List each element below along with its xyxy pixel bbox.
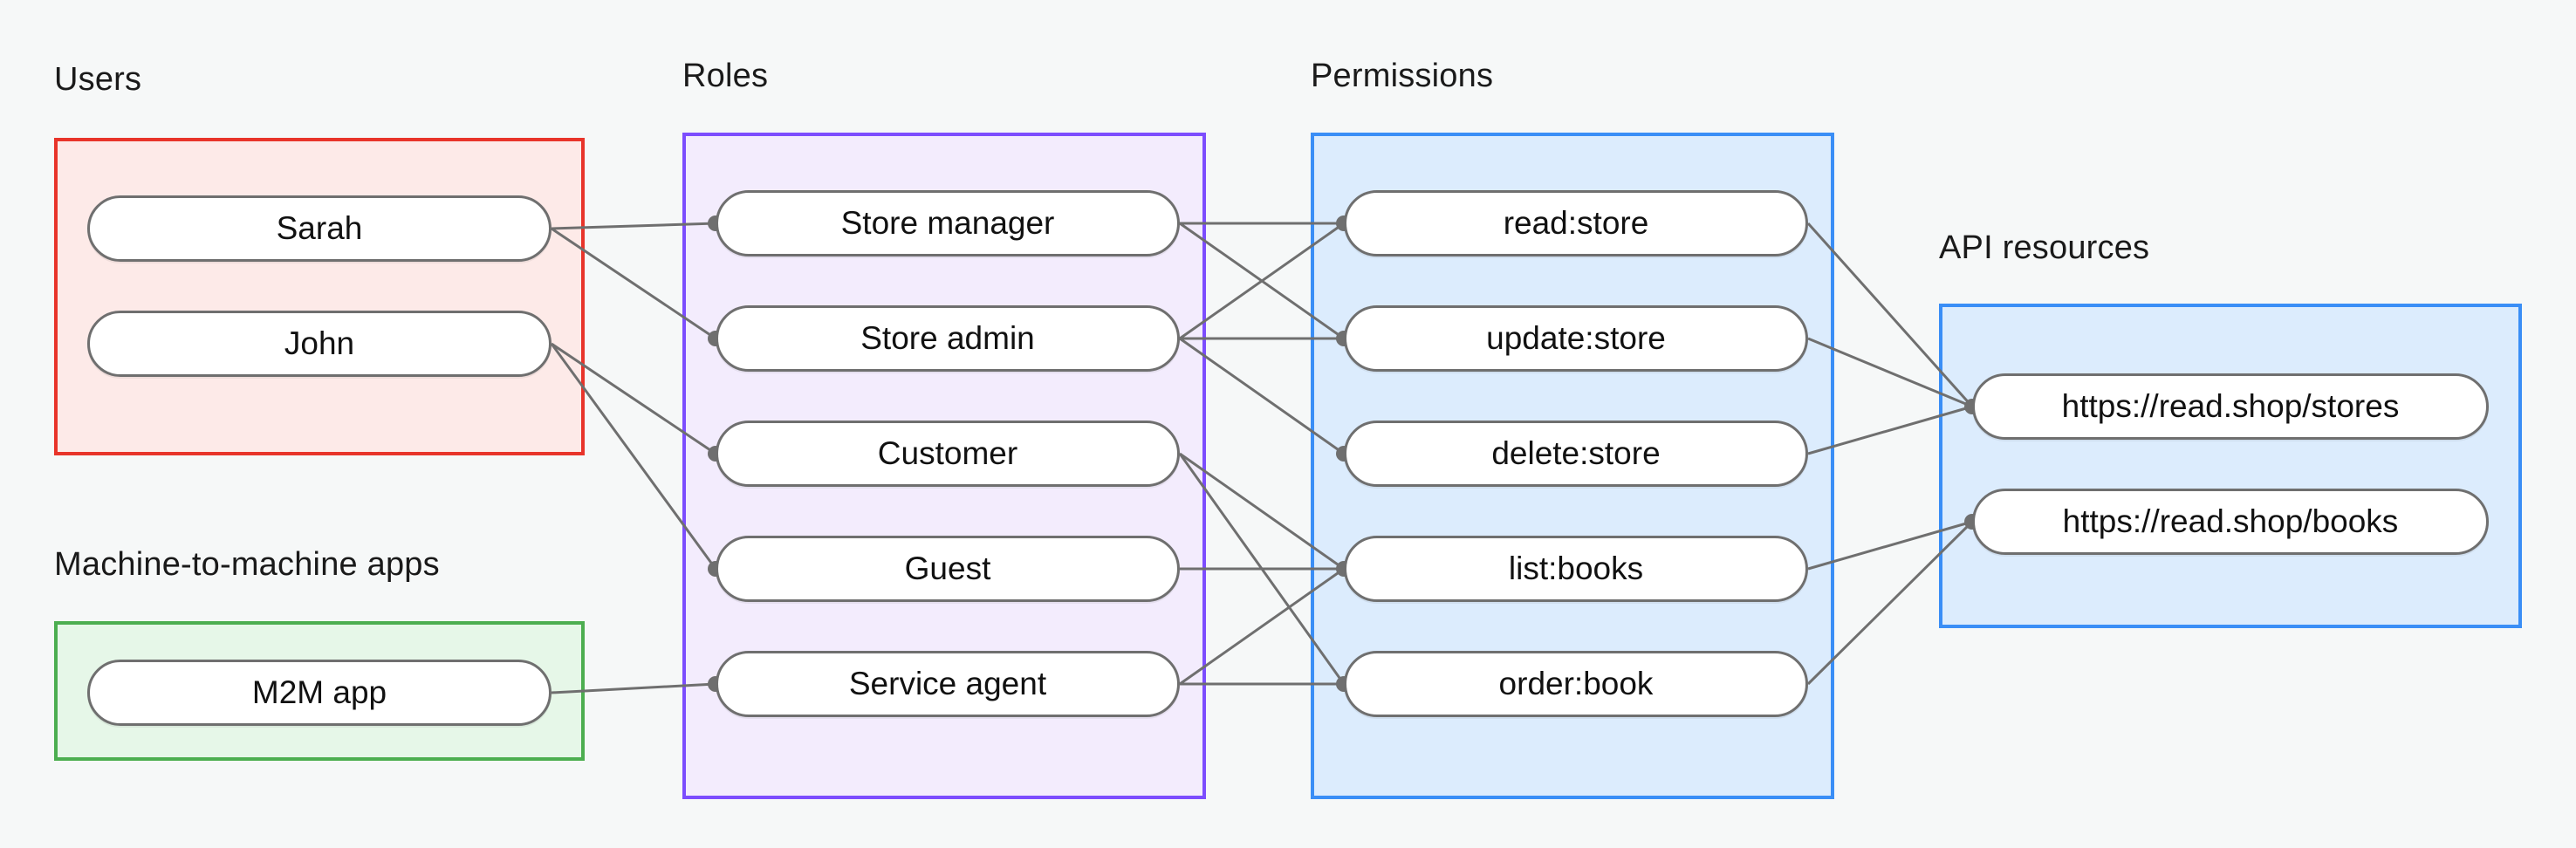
group-title-users: Users	[54, 61, 142, 98]
node-api-resource-stores[interactable]: https://read.shop/stores	[1972, 373, 2489, 440]
node-m2m-app[interactable]: M2M app	[87, 660, 552, 726]
node-permission-delete-store[interactable]: delete:store	[1344, 421, 1808, 487]
node-user-sarah[interactable]: Sarah	[87, 195, 552, 262]
node-role-customer[interactable]: Customer	[716, 421, 1180, 487]
group-title-machine-to-machine-apps: Machine-to-machine apps	[54, 546, 440, 583]
group-title-permissions: Permissions	[1311, 58, 1494, 94]
node-user-john[interactable]: John	[87, 311, 552, 377]
node-permission-order-book[interactable]: order:book	[1344, 651, 1808, 717]
node-role-service-agent[interactable]: Service agent	[716, 651, 1180, 717]
node-api-resource-books[interactable]: https://read.shop/books	[1972, 489, 2489, 555]
group-api-resources	[1939, 304, 2522, 628]
node-permission-read-store[interactable]: read:store	[1344, 190, 1808, 256]
node-role-store-admin[interactable]: Store admin	[716, 305, 1180, 372]
group-users	[54, 138, 585, 455]
node-permission-list-books[interactable]: list:books	[1344, 536, 1808, 602]
group-title-roles: Roles	[682, 58, 769, 94]
node-permission-update-store[interactable]: update:store	[1344, 305, 1808, 372]
node-role-guest[interactable]: Guest	[716, 536, 1180, 602]
group-title-api-resources: API resources	[1939, 229, 2150, 266]
node-role-store-manager[interactable]: Store manager	[716, 190, 1180, 256]
